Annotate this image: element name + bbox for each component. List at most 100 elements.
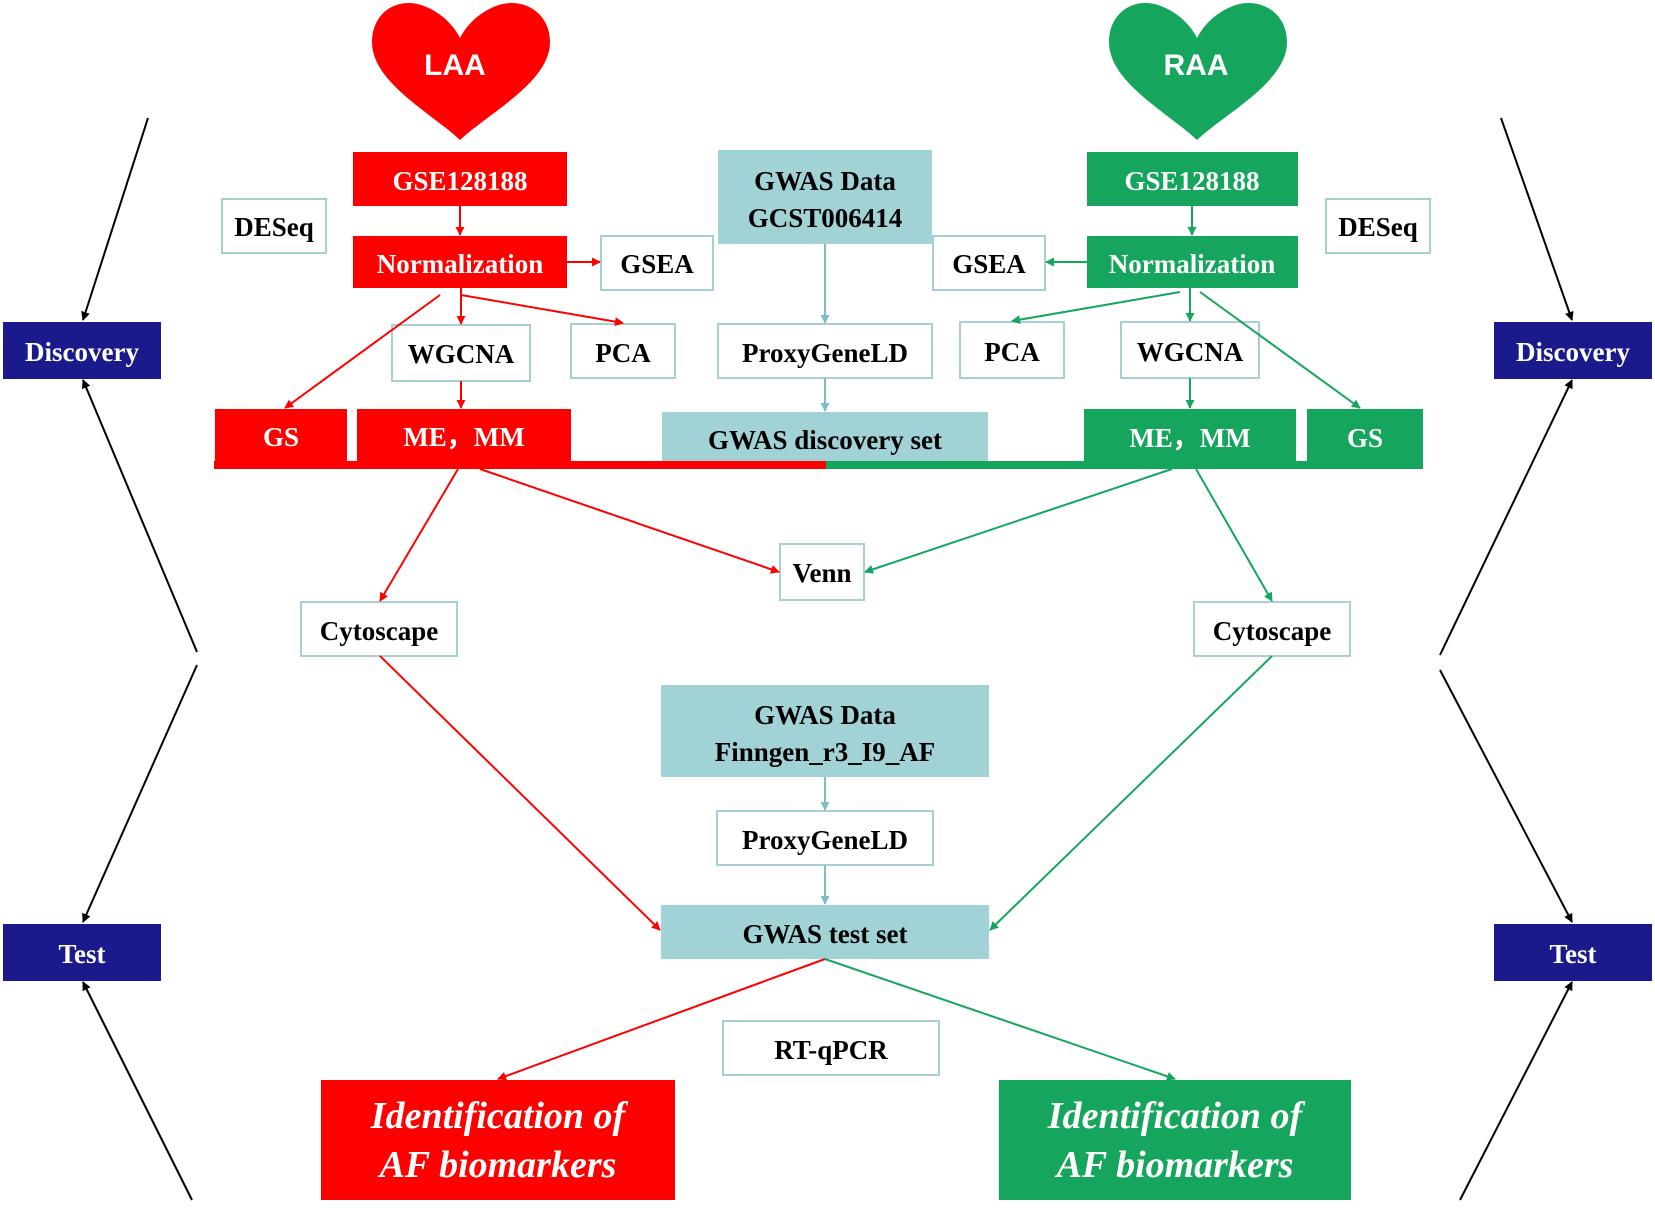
left-pca-box: PCA xyxy=(570,323,676,379)
arrow-test-set-to-left-result xyxy=(497,958,826,1081)
phase-test-right: Test xyxy=(1494,924,1652,981)
right-arrows xyxy=(824,206,1361,1081)
rtqpcr-label: RT-qPCR xyxy=(774,1035,888,1065)
heart-laa: LAA xyxy=(372,3,550,140)
arrow-left-normalization-to-gs xyxy=(284,294,441,409)
gwas-test-data-line2: Finngen_r3_I9_AF xyxy=(715,737,936,767)
arrow-left-bottom-to-test xyxy=(82,981,193,1201)
right-wgcna-label: WGCNA xyxy=(1137,337,1244,367)
arrow-left-upper-to-test xyxy=(82,664,198,923)
phase-test-left: Test xyxy=(3,924,161,981)
right-dataset-box: GSE128188 xyxy=(1087,152,1298,206)
venn-label: Venn xyxy=(792,558,851,588)
heart-laa-icon xyxy=(372,3,550,140)
left-gs-label: GS xyxy=(263,422,299,452)
right-cytoscape-box: Cytoscape xyxy=(1193,601,1351,657)
proxygeneld-discovery-label: ProxyGeneLD xyxy=(742,338,908,368)
left-result-line2: AF biomarkers xyxy=(378,1144,617,1186)
right-gs-box: GS xyxy=(1307,409,1423,463)
rtqpcr-box: RT-qPCR xyxy=(722,1020,940,1076)
gwas-test-set-box: GWAS test set xyxy=(661,905,989,959)
arrow-left-to-venn xyxy=(479,468,780,574)
left-me-mm-box: ME，MM xyxy=(357,409,571,461)
arrow-right-normalization-to-pca xyxy=(1011,291,1181,325)
right-wgcna-box: WGCNA xyxy=(1120,321,1260,379)
right-divider-bar xyxy=(826,461,1423,469)
arrow-right-to-cytoscape xyxy=(1195,468,1273,602)
left-wgcna-label: WGCNA xyxy=(408,339,515,369)
right-me-mm-label: ME，MM xyxy=(1129,423,1250,453)
heart-raa-icon xyxy=(1109,3,1287,140)
left-gsea-label: GSEA xyxy=(620,249,694,279)
gwas-test-data-line1: GWAS Data xyxy=(754,700,896,730)
left-normalization-label: Normalization xyxy=(377,249,543,279)
left-deseq-label: DESeq xyxy=(234,212,314,242)
gwas-discovery-data-box: GWAS Data GCST006414 xyxy=(718,150,932,244)
arrow-right-to-venn xyxy=(864,468,1173,574)
left-normalization-box: Normalization xyxy=(353,236,567,288)
heart-raa-label: RAA xyxy=(1164,49,1229,82)
right-result-line1: Identification of xyxy=(1047,1095,1306,1137)
right-normalization-box: Normalization xyxy=(1087,236,1298,288)
right-me-mm-box: ME，MM xyxy=(1084,409,1296,463)
arrow-left-to-cytoscape xyxy=(379,468,459,602)
venn-box: Venn xyxy=(779,543,865,601)
right-dataset-label: GSE128188 xyxy=(1124,166,1259,196)
heart-laa-label: LAA xyxy=(424,49,486,82)
gwas-discovery-data-line1: GWAS Data xyxy=(754,166,896,196)
arrow-test-set-to-right-result xyxy=(824,958,1176,1081)
left-arrows xyxy=(284,206,826,1081)
right-deseq-label: DESeq xyxy=(1338,212,1418,242)
heart-raa: RAA xyxy=(1109,3,1287,140)
phase-test-left-label: Test xyxy=(58,939,105,969)
left-gsea-box: GSEA xyxy=(600,235,714,291)
left-dataset-box: GSE128188 xyxy=(353,152,567,206)
left-divider-bar xyxy=(214,461,826,469)
left-deseq-box: DESeq xyxy=(221,198,327,254)
phase-discovery-left-label: Discovery xyxy=(25,337,139,367)
gwas-discovery-set-label: GWAS discovery set xyxy=(708,425,942,455)
right-gsea-box: GSEA xyxy=(932,235,1046,291)
arrow-left-top-to-discovery xyxy=(81,117,149,321)
arrow-right-top-to-discovery xyxy=(1500,117,1574,321)
right-cytoscape-label: Cytoscape xyxy=(1213,616,1331,646)
gwas-test-set-label: GWAS test set xyxy=(743,919,908,949)
phase-discovery-right: Discovery xyxy=(1494,322,1652,379)
arrow-right-bottom-to-test xyxy=(1459,981,1573,1201)
proxygeneld-test-label: ProxyGeneLD xyxy=(742,825,908,855)
side-arrows xyxy=(81,117,1574,1201)
arrow-right-cytoscape-to-test-set xyxy=(989,655,1273,931)
proxygeneld-discovery-box: ProxyGeneLD xyxy=(717,323,933,379)
arrow-right-normalization-to-gs xyxy=(1199,291,1361,409)
right-gs-label: GS xyxy=(1347,423,1383,453)
right-result-line2: AF biomarkers xyxy=(1055,1144,1294,1186)
gwas-test-data-box: GWAS Data Finngen_r3_I9_AF xyxy=(661,685,989,777)
left-cytoscape-box: Cytoscape xyxy=(300,601,458,657)
right-deseq-box: DESeq xyxy=(1325,198,1431,254)
left-gs-box: GS xyxy=(215,409,347,461)
arrow-left-cytoscape-to-test-set xyxy=(379,655,661,931)
gwas-discovery-set-box: GWAS discovery set xyxy=(662,412,988,464)
right-result-box: Identification of AF biomarkers xyxy=(999,1080,1351,1200)
left-result-line1: Identification of xyxy=(370,1095,629,1137)
left-dataset-label: GSE128188 xyxy=(392,166,527,196)
gwas-discovery-data-line2: GCST006414 xyxy=(748,203,903,233)
left-cytoscape-label: Cytoscape xyxy=(320,616,438,646)
left-pca-label: PCA xyxy=(595,338,651,368)
right-normalization-label: Normalization xyxy=(1109,249,1275,279)
right-pca-box: PCA xyxy=(959,321,1065,379)
arrow-right-lower-to-discovery xyxy=(1439,379,1573,656)
left-me-mm-label: ME，MM xyxy=(403,422,524,452)
arrow-left-normalization-to-pca xyxy=(460,294,624,327)
left-wgcna-box: WGCNA xyxy=(391,324,531,382)
right-pca-label: PCA xyxy=(984,337,1040,367)
arrow-left-lower-to-discovery xyxy=(81,379,198,653)
arrow-right-upper-to-test xyxy=(1439,669,1573,923)
phase-discovery-right-label: Discovery xyxy=(1516,337,1630,367)
phase-test-right-label: Test xyxy=(1549,939,1596,969)
phase-discovery-left: Discovery xyxy=(3,322,161,379)
proxygeneld-test-box: ProxyGeneLD xyxy=(716,810,934,866)
right-gsea-label: GSEA xyxy=(952,249,1026,279)
